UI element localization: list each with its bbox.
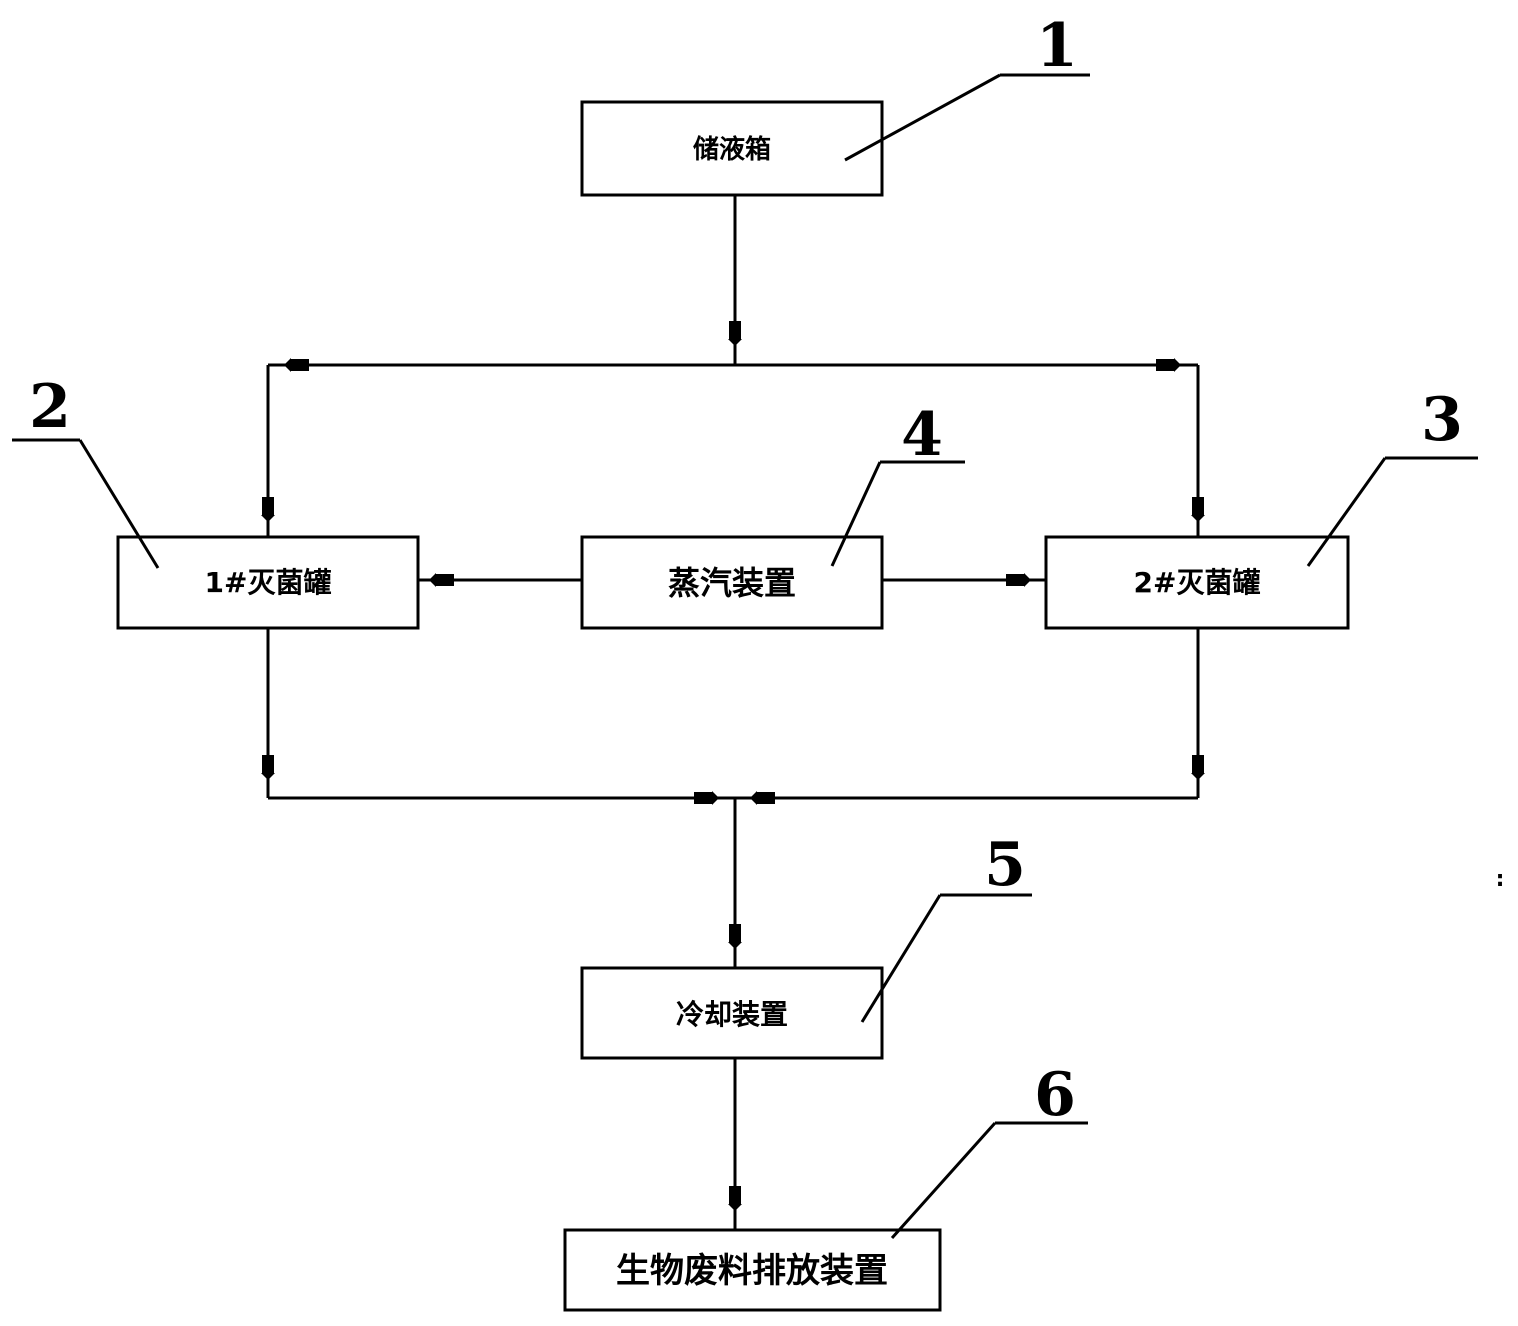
valve-cooling-in	[728, 924, 742, 949]
valve-bottom-right	[750, 791, 775, 805]
leader-4	[830, 461, 882, 567]
callout-4: 4	[901, 400, 943, 470]
box-cooling: 冷却装置	[580, 966, 884, 1060]
box-steam-label: 蒸汽装置	[668, 564, 796, 602]
valve-sterilizer1-in	[261, 497, 275, 522]
valve-steam-left	[429, 573, 454, 587]
callout-leaders	[12, 73, 1478, 1240]
leader-5	[860, 894, 942, 1023]
valve-discharge-in	[728, 1186, 742, 1211]
callout-1: 1	[1036, 11, 1078, 81]
box-sterilizer1-label: 1#灭菌罐	[205, 566, 332, 599]
box-discharge-label: 生物废料排放装置	[616, 1251, 888, 1291]
leader-1	[844, 73, 1001, 162]
box-steam: 蒸汽装置	[580, 535, 884, 630]
valve-steam-right	[1006, 573, 1031, 587]
box-cooling-label: 冷却装置	[676, 998, 788, 1031]
callout-3: 3	[1421, 385, 1463, 455]
leader-2	[78, 439, 160, 569]
valve-top-left	[284, 358, 309, 372]
valve-bottom-left	[694, 791, 719, 805]
box-tank: 储液箱	[580, 100, 884, 197]
valve-sterilizer2-out	[1191, 755, 1205, 780]
box-sterilizer2: 2#灭菌罐	[1044, 535, 1350, 630]
box-sterilizer1: 1#灭菌罐	[116, 535, 420, 630]
valve-top-right	[1156, 358, 1181, 372]
callout-6: 6	[1034, 1060, 1076, 1130]
valve-sterilizer1-out	[261, 755, 275, 780]
callout-2: 2	[29, 372, 71, 442]
valve-sterilizer2-in	[1191, 497, 1205, 522]
flow-lines	[266, 195, 1200, 1230]
box-tank-label: 储液箱	[693, 134, 771, 165]
box-sterilizer2-label: 2#灭菌罐	[1134, 566, 1261, 599]
box-discharge: 生物废料排放装置	[563, 1228, 942, 1312]
leader-6	[890, 1121, 997, 1240]
valve-tank-down	[728, 321, 742, 346]
leader-3	[1306, 457, 1387, 567]
stray-mark: :	[1496, 867, 1505, 892]
callout-5: 5	[984, 830, 1026, 900]
